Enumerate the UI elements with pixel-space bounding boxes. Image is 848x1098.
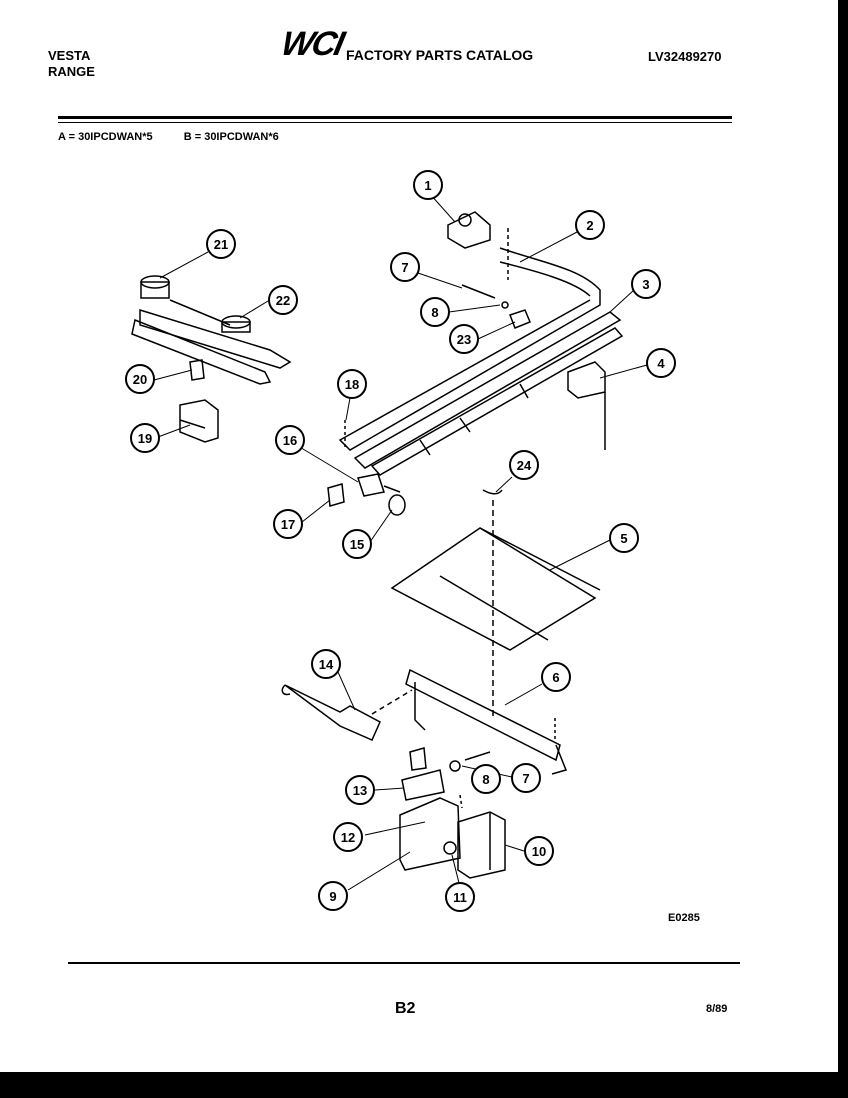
svg-text:7: 7 — [401, 260, 408, 275]
svg-text:8: 8 — [482, 772, 489, 787]
orifice-parts-upper — [461, 228, 531, 329]
callout-23: 23 — [449, 324, 479, 354]
svg-text:12: 12 — [341, 830, 355, 845]
brand-name: VESTA — [48, 48, 91, 63]
exploded-parts-diagram: 1 2 3 4 5 6 7 8 23 21 22 20 19 18 16 17 … — [125, 170, 676, 912]
catalog-title: FACTORY PARTS CATALOG — [346, 47, 534, 63]
svg-text:21: 21 — [214, 237, 228, 252]
svg-text:10: 10 — [532, 844, 546, 859]
callout-22: 22 — [268, 285, 298, 315]
svg-text:11: 11 — [453, 890, 467, 905]
svg-text:17: 17 — [281, 517, 295, 532]
svg-text:23: 23 — [457, 332, 471, 347]
callout-1: 1 — [413, 170, 443, 200]
svg-text:2: 2 — [586, 218, 593, 233]
figure-code: E0285 — [668, 912, 700, 924]
callout-8: 8 — [420, 297, 450, 327]
callout-14: 14 — [311, 649, 341, 679]
heat-shield-5 — [390, 489, 601, 720]
callout-7: 7 — [390, 252, 420, 282]
document-number: LV32489270 — [648, 49, 722, 64]
svg-text:24: 24 — [517, 458, 532, 473]
svg-text:8: 8 — [431, 305, 438, 320]
svg-text:3: 3 — [642, 277, 649, 292]
callout-20: 20 — [125, 364, 155, 394]
model-b: B = 30IPCDWAN*6 — [183, 131, 279, 143]
leader-lines — [153, 193, 648, 891]
page-code: B2 — [395, 1000, 416, 1017]
svg-text:18: 18 — [345, 377, 359, 392]
callout-17: 17 — [273, 509, 303, 539]
igniter-14 — [281, 684, 413, 741]
parts-catalog-page: VESTA RANGE WCI FACTORY PARTS CATALOG LV… — [0, 0, 838, 1072]
manifold-assembly — [338, 247, 624, 476]
svg-text:15: 15 — [350, 537, 364, 552]
part-drawings — [131, 193, 648, 891]
callout-10: 10 — [524, 836, 554, 866]
callout-19: 19 — [130, 423, 160, 453]
switch-4 — [567, 361, 606, 450]
svg-text:16: 16 — [283, 433, 297, 448]
svg-text:19: 19 — [138, 431, 152, 446]
svg-text:13: 13 — [353, 783, 367, 798]
svg-text:5: 5 — [620, 531, 627, 546]
callout-12: 12 — [333, 822, 363, 852]
callouts: 1 2 3 4 5 6 7 8 23 21 22 20 19 18 16 17 … — [125, 170, 676, 912]
clip-20 — [189, 359, 205, 381]
svg-text:14: 14 — [319, 657, 334, 672]
valve-19 — [179, 399, 219, 443]
model-a: A = 30IPCDWAN*5 — [58, 131, 153, 143]
svg-text:6: 6 — [552, 670, 559, 685]
model-legend: A = 30IPCDWAN*5 B = 30IPCDWAN*6 — [58, 129, 307, 145]
footer-rule — [68, 962, 740, 964]
burner-assembly — [131, 275, 292, 385]
callout-21: 21 — [206, 229, 236, 259]
callout-2: 2 — [575, 210, 605, 240]
callout-13: 13 — [345, 775, 375, 805]
callout-16: 16 — [275, 425, 305, 455]
brand-block: VESTA RANGE — [48, 48, 95, 80]
oven-burner-6 — [405, 668, 568, 775]
product-type: RANGE — [48, 64, 95, 79]
svg-text:9: 9 — [329, 889, 336, 904]
date-code: 8/89 — [706, 1003, 728, 1015]
oven-valve-assembly — [399, 747, 506, 879]
callout-18: 18 — [337, 369, 367, 399]
svg-text:4: 4 — [657, 356, 665, 371]
callout-9: 9 — [318, 881, 348, 911]
header-rule-thick — [58, 116, 732, 119]
svg-text:1: 1 — [424, 178, 431, 193]
svg-text:22: 22 — [276, 293, 290, 308]
callout-11: 11 — [445, 882, 475, 912]
callout-6: 6 — [541, 662, 571, 692]
svg-text:20: 20 — [133, 372, 147, 387]
callout-7-lower: 7 — [511, 763, 541, 793]
callout-5: 5 — [609, 523, 639, 553]
callout-8-lower: 8 — [471, 764, 501, 794]
callout-15: 15 — [342, 529, 372, 559]
svg-text:7: 7 — [522, 771, 529, 786]
callout-24: 24 — [509, 450, 539, 480]
regulator-1 — [447, 211, 491, 249]
header-rule-thin — [58, 122, 732, 123]
callout-4: 4 — [646, 348, 676, 378]
callout-3: 3 — [631, 269, 661, 299]
